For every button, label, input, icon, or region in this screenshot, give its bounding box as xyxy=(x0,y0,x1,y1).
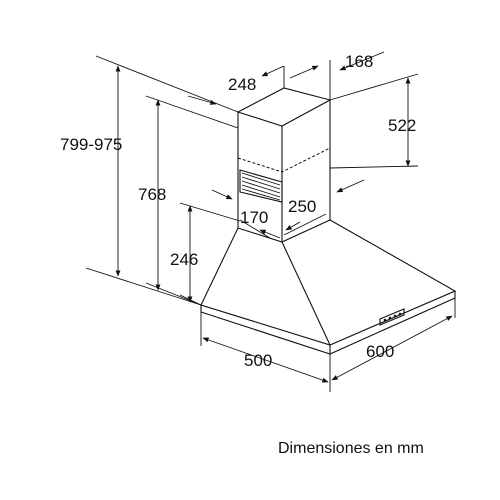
dimension-600: 600 xyxy=(331,298,456,381)
label-chimney-height: 522 xyxy=(388,116,416,135)
dimension-248: 248 xyxy=(187,65,285,105)
label-canopy-height: 246 xyxy=(170,250,198,269)
label-chimney-width: 248 xyxy=(228,75,256,94)
label-outlet-depth: 250 xyxy=(288,197,316,216)
units-caption: Dimensiones en mm xyxy=(278,440,424,457)
dimension-799-975: 799-975 xyxy=(60,55,239,306)
label-hood-depth: 500 xyxy=(244,351,272,370)
dimension-500: 500 xyxy=(200,312,331,392)
dimension-768: 768 xyxy=(138,95,239,306)
label-height-range: 799-975 xyxy=(60,135,122,154)
dimension-246: 246 xyxy=(170,202,241,306)
label-height-total: 768 xyxy=(138,185,166,204)
vent-grille-icon xyxy=(239,169,283,203)
label-chimney-depth: 168 xyxy=(345,52,373,71)
label-hood-width: 600 xyxy=(366,342,394,361)
dimension-168: 168 xyxy=(289,51,385,100)
dimension-170: 170 xyxy=(211,189,281,239)
dimension-522: 522 xyxy=(329,73,419,169)
label-outlet-width: 170 xyxy=(240,208,268,227)
dimension-250: 250 xyxy=(285,179,365,231)
